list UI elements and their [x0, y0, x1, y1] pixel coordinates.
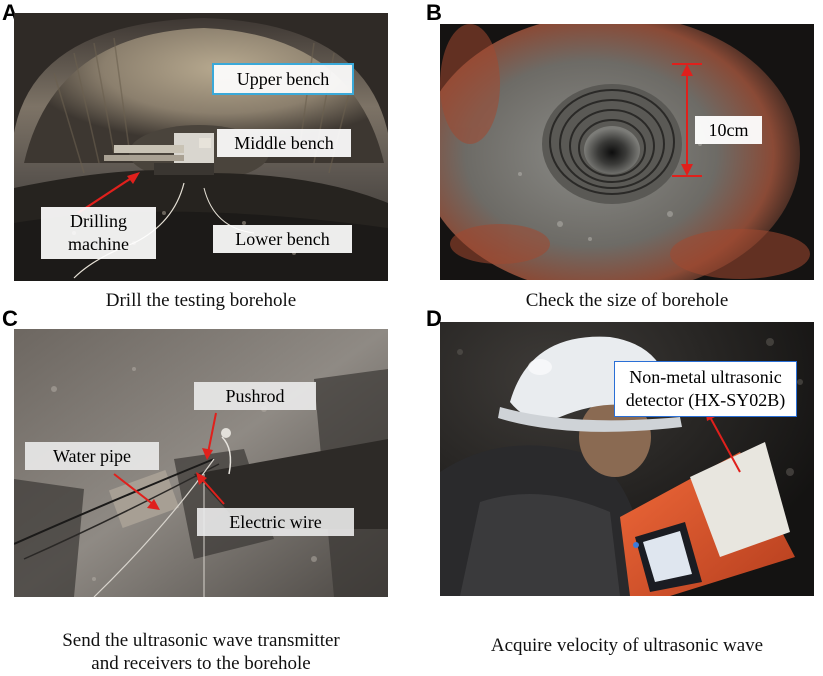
label-drilling-machine: Drilling machine	[41, 207, 156, 259]
panel-letter-c: C	[2, 306, 18, 331]
label-electric-wire: Electric wire	[197, 508, 354, 536]
caption-c-line1: Send the ultrasonic wave transmitter	[62, 630, 340, 651]
caption-c-line2: and receivers to the borehole	[91, 653, 311, 674]
panel-letter-d: D	[426, 306, 442, 331]
label-size-10cm: 10cm	[695, 116, 762, 144]
panel-letter-a: A	[2, 0, 18, 25]
label-upper-bench: Upper bench	[212, 63, 354, 95]
panel-letter-b: B	[426, 0, 442, 25]
label-middle-bench: Middle bench	[217, 129, 351, 157]
caption-d: Acquire velocity of ultrasonic wave	[490, 635, 764, 656]
caption-a: Drill the testing borehole	[105, 290, 297, 311]
borehole-photo-b	[440, 24, 814, 280]
label-pushrod: Pushrod	[194, 382, 316, 410]
label-water-pipe: Water pipe	[25, 442, 159, 470]
label-detector: Non-metal ultrasonic detector (HX-SY02B)	[614, 361, 797, 417]
label-lower-bench: Lower bench	[213, 225, 352, 253]
caption-b: Check the size of borehole	[525, 290, 729, 311]
